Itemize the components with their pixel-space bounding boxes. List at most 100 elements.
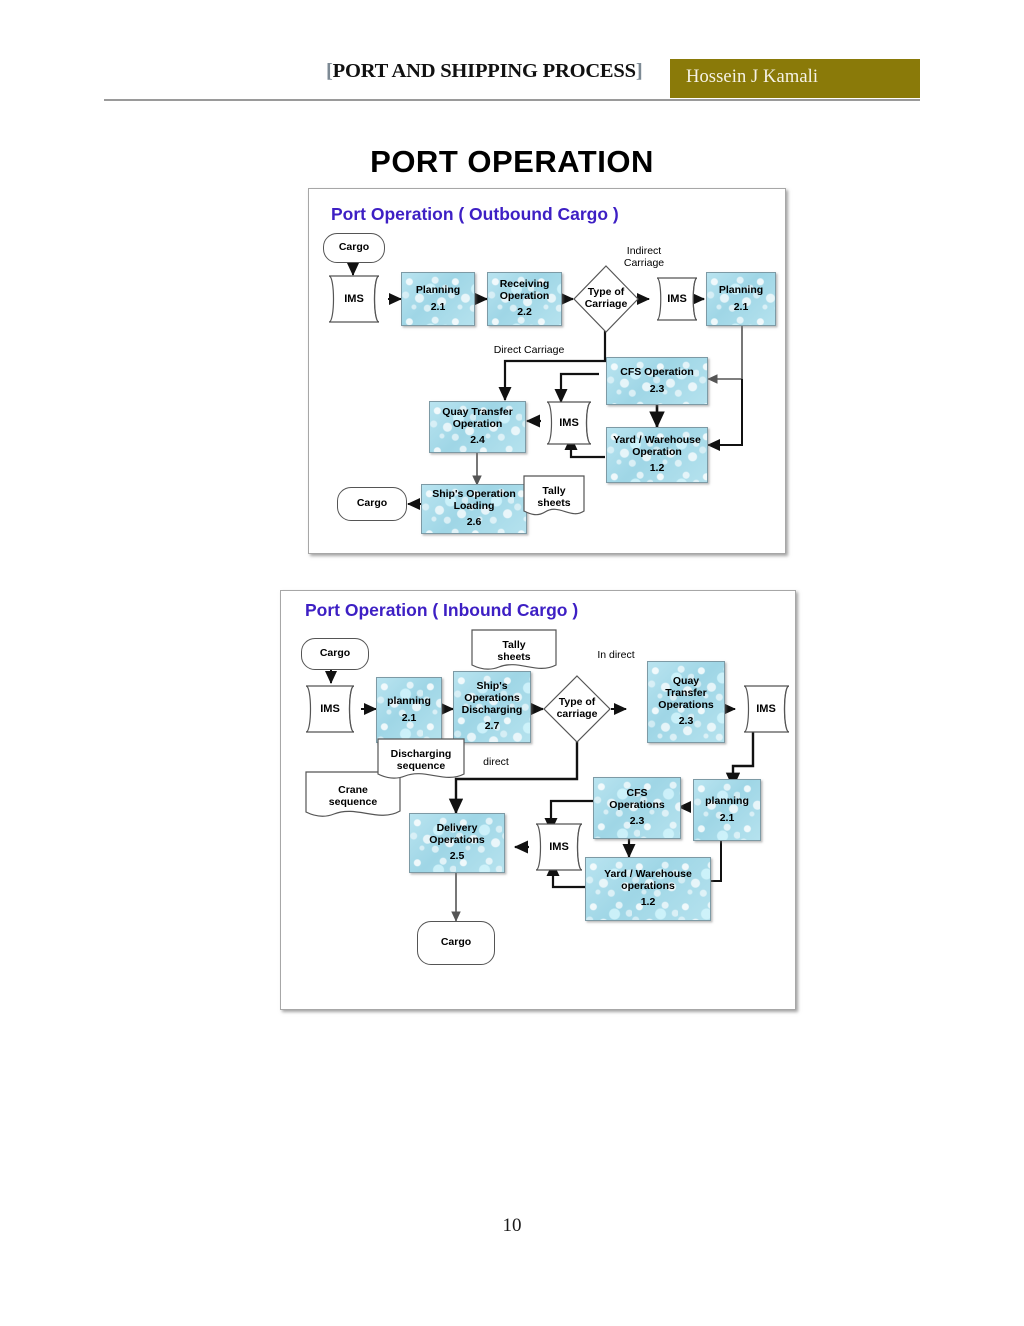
node-label-line2: Operations	[429, 833, 485, 846]
node-number: 2.1	[430, 300, 446, 313]
header-rule	[104, 99, 920, 101]
node-type-of-carriage[interactable]: Type of carriage	[543, 675, 611, 743]
node-planning-2-1[interactable]: Planning 2.1	[401, 272, 475, 326]
node-planning-2-1-right[interactable]: planning 2.1	[693, 779, 761, 841]
node-tally-sheets[interactable]: Tally sheets	[471, 629, 557, 675]
node-label-line1: Delivery	[436, 821, 478, 834]
node-quay-transfer-2-4[interactable]: Quay Transfer Operation 2.4	[429, 401, 526, 453]
node-label-line2: Operation	[499, 289, 550, 302]
node-ims-3[interactable]: IMS	[537, 401, 601, 445]
node-label: CFS Operation	[620, 365, 694, 378]
node-label-line2: sequence	[396, 760, 446, 772]
node-planning-2-1[interactable]: planning 2.1	[376, 677, 442, 743]
label-text: direct	[483, 756, 509, 768]
node-crane-sequence[interactable]: Crane sequence	[305, 771, 401, 823]
node-cfs-operation-2-3[interactable]: CFS Operation 2.3	[606, 357, 708, 405]
node-number: 2.7	[484, 720, 500, 733]
node-label: IMS	[756, 702, 776, 715]
label-direct-carriage: Direct Carriage	[469, 344, 589, 356]
node-label: Cargo	[338, 241, 370, 254]
node-label-line2: sequence	[328, 796, 378, 808]
node-cargo-out[interactable]: Cargo	[337, 487, 407, 521]
node-ims-2[interactable]: IMS	[647, 277, 707, 321]
node-label: Cargo	[440, 936, 472, 949]
diagram-outbound-cargo: Port Operation ( Outbound Cargo )	[308, 188, 786, 554]
node-ships-operation-loading-2-6[interactable]: Ship's Operation Loading 2.6	[421, 484, 527, 534]
node-cargo-in[interactable]: Cargo	[301, 638, 369, 670]
node-type-of-carriage[interactable]: Type of Carriage	[573, 265, 639, 333]
node-label-line2: Operation	[452, 417, 503, 430]
node-label-line2: carriage	[556, 708, 598, 720]
document-shape-icon	[523, 475, 585, 516]
node-number: 2.1	[719, 811, 735, 824]
label-indirect-carriage: Indirect Carriage	[609, 245, 679, 269]
node-number: 2.3	[629, 815, 645, 828]
node-label-line1: Yard / Warehouse	[604, 867, 692, 880]
node-label: Cargo	[319, 647, 351, 660]
node-ims-1[interactable]: IMS	[317, 275, 391, 323]
header-bracket-close: ]	[635, 60, 643, 82]
node-label: IMS	[344, 292, 364, 305]
node-label-line2: Loading	[453, 499, 495, 512]
page-number: 10	[502, 1215, 522, 1236]
document-shape-icon	[471, 629, 557, 670]
node-cargo-out[interactable]: Cargo	[417, 921, 495, 965]
node-planning-2-1-right[interactable]: Planning 2.1	[706, 272, 776, 326]
node-label-line1: Discharging	[390, 748, 452, 761]
node-number: 2.1	[401, 711, 417, 724]
node-tally-sheets[interactable]: Tally sheets	[523, 475, 585, 520]
node-label-line1: Yard / Warehouse	[613, 433, 701, 446]
datastore-icon	[305, 685, 355, 733]
node-label-line1: Tally	[502, 639, 526, 652]
node-number: 2.3	[649, 382, 665, 395]
label-line2: Carriage	[623, 257, 665, 270]
node-cargo-in[interactable]: Cargo	[323, 233, 385, 263]
header-title: [PORT AND SHIPPING PROCESS]	[326, 60, 643, 83]
node-delivery-operations-2-5[interactable]: Delivery Operations 2.5	[409, 813, 505, 873]
node-ims-3[interactable]: IMS	[525, 823, 593, 871]
node-receiving-operation-2-2[interactable]: Receiving Operation 2.2	[487, 272, 562, 326]
node-discharging-sequence[interactable]: Discharging sequence	[377, 738, 465, 784]
node-label-line3: Discharging	[461, 703, 523, 716]
node-label-line1: Crane	[338, 784, 368, 797]
node-label-line2: Transfer	[665, 686, 707, 699]
node-quay-transfer-operations-2-3[interactable]: Quay Transfer Operations 2.3	[647, 661, 725, 743]
datastore-icon	[328, 275, 380, 323]
node-yard-warehouse-1-2[interactable]: Yard / Warehouse Operation 1.2	[606, 427, 708, 483]
node-label: Planning	[718, 283, 764, 296]
node-label-line3: Operations	[658, 698, 714, 711]
node-cfs-operations-2-3[interactable]: CFS Operations 2.3	[593, 777, 681, 839]
node-label-line1: Quay Transfer	[442, 405, 513, 418]
node-label-line2: Operations	[464, 691, 520, 704]
node-ims-2[interactable]: IMS	[733, 685, 799, 733]
node-ims-1[interactable]: IMS	[295, 685, 365, 733]
node-label-line1: Ship's	[476, 680, 508, 692]
node-label-line1: Tally	[542, 484, 566, 497]
node-yard-warehouse-operations-1-2[interactable]: Yard / Warehouse operations 1.2	[585, 857, 711, 921]
node-label-line1: Type of	[587, 286, 625, 299]
node-label: IMS	[320, 702, 340, 715]
node-label-line2: Operations	[609, 798, 665, 811]
node-label: IMS	[559, 416, 579, 429]
node-number: 1.2	[649, 462, 665, 475]
node-number: 2.6	[466, 516, 482, 529]
node-number: 2.2	[517, 306, 532, 319]
node-label: IMS	[549, 840, 569, 853]
node-label: planning	[387, 694, 431, 707]
node-label-line1: Receiving	[499, 277, 550, 290]
diagram-outbound-title: Port Operation ( Outbound Cargo )	[331, 204, 619, 224]
header-bracket-open: [	[326, 60, 333, 82]
header-author: Hossein J Kamali	[686, 67, 819, 87]
node-ships-operations-discharging-2-7[interactable]: Ship's Operations Discharging 2.7	[453, 671, 531, 743]
node-label-line2: sheets	[537, 496, 571, 509]
label-text: Direct Carriage	[493, 344, 565, 356]
node-number: 2.3	[678, 715, 694, 728]
datastore-icon	[743, 685, 790, 733]
diagram-inbound-cargo: Port Operation ( Inbound Cargo )	[280, 590, 796, 1010]
diagram-inbound-title: Port Operation ( Inbound Cargo )	[305, 600, 579, 620]
node-label-line2: Carriage	[584, 298, 628, 310]
node-label-line2: Operation	[632, 445, 682, 458]
node-label-line1: Ship's Operation	[432, 487, 516, 500]
node-label-line2: sheets	[497, 651, 531, 663]
